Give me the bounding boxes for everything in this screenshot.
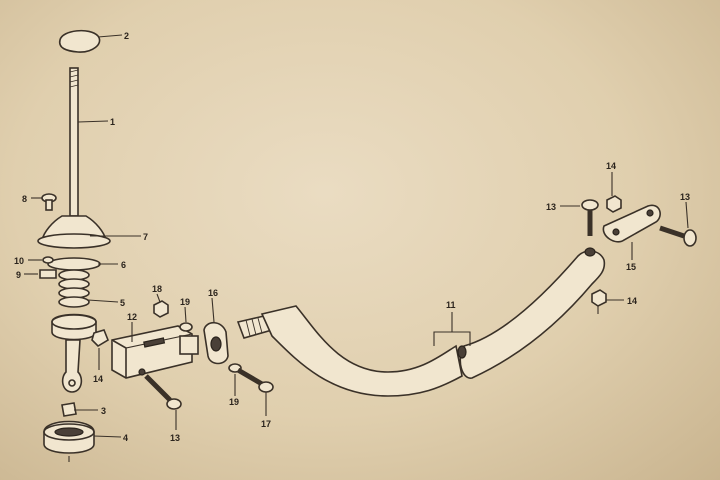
callout-17: 17 [261, 419, 271, 429]
bolt-13-lower [144, 374, 182, 410]
shift-knob [58, 29, 101, 53]
nut-14-lower-right [591, 289, 607, 307]
gear-lever-rod [69, 67, 79, 217]
callout-labels: 2 1 7 6 5 3 4 8 10 9 14 12 18 19 16 13 1… [14, 31, 690, 443]
bolt-13-far-right [659, 225, 697, 247]
callout-19-lower: 19 [229, 397, 239, 407]
callout-3: 3 [101, 406, 106, 416]
pin-3 [61, 402, 77, 417]
callout-14-left: 14 [93, 374, 103, 384]
lever-thread [69, 69, 79, 88]
lower-lever-arm [61, 339, 83, 393]
callout-8: 8 [22, 194, 27, 204]
callout-1: 1 [110, 117, 115, 127]
callout-6: 6 [121, 260, 126, 270]
washer-19-upper [179, 322, 193, 332]
nut-9 [39, 269, 57, 279]
leader-lines [24, 34, 689, 438]
callout-2: 2 [124, 31, 129, 41]
callout-14-lower-right: 14 [627, 296, 637, 306]
callout-14-top: 14 [606, 161, 616, 171]
shift-rod [236, 247, 606, 397]
callout-9: 9 [16, 270, 21, 280]
callout-7: 7 [143, 232, 148, 242]
bolt-17 [236, 367, 274, 393]
joint-flange-16 [203, 321, 229, 365]
callout-12: 12 [127, 312, 137, 322]
callout-18: 18 [152, 284, 162, 294]
cover-flange [37, 233, 111, 249]
callout-13-lower: 13 [170, 433, 180, 443]
callout-11: 11 [446, 300, 456, 310]
washer-6 [47, 257, 101, 271]
callout-4: 4 [123, 433, 128, 443]
screw-8 [41, 193, 57, 211]
lever-spring [58, 269, 90, 308]
callout-13-far-right: 13 [680, 192, 690, 202]
coupling-stub [179, 335, 199, 355]
callout-16: 16 [208, 288, 218, 298]
callout-15: 15 [626, 262, 636, 272]
nut-14-top [606, 195, 622, 213]
callout-19-upper: 19 [180, 297, 190, 307]
bolt-13-right [581, 199, 599, 236]
nut-18 [153, 300, 169, 318]
nut-14-left [91, 329, 109, 348]
callout-13-right: 13 [546, 202, 556, 212]
callout-10: 10 [14, 256, 24, 266]
washer-10 [42, 256, 54, 264]
callout-5: 5 [120, 298, 125, 308]
